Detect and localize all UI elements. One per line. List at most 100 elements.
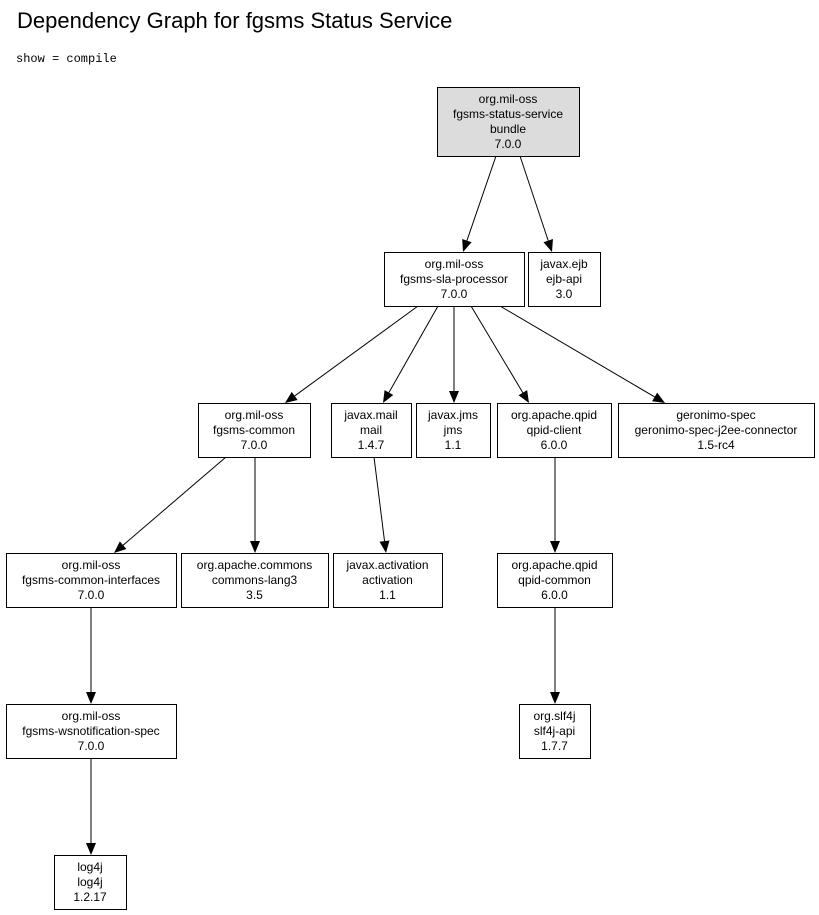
edge-fgsms-common-to-common-interfaces <box>114 456 227 553</box>
edge-line <box>519 155 549 241</box>
node-label-line: 7.0.0 <box>78 739 105 753</box>
arrowhead <box>86 843 96 855</box>
node-wsnotification-spec: org.mil-ossfgsms-wsnotification-spec7.0.… <box>6 704 177 759</box>
arrowhead <box>86 692 96 704</box>
node-box <box>6 704 177 759</box>
edge-line <box>466 155 497 241</box>
node-label-line: 3.0 <box>556 287 573 301</box>
edge-sla-processor-to-fgsms-common <box>285 305 419 403</box>
arrowhead <box>518 390 529 403</box>
node-status-service: org.mil-ossfgsms-status-servicebundle7.0… <box>437 87 580 157</box>
arrowhead <box>383 390 394 403</box>
edge-mail-to-activation <box>373 456 390 553</box>
edge-qpid-common-to-slf4j-api <box>550 607 560 704</box>
node-label-line: geronimo-spec-j2ee-connector <box>635 423 798 437</box>
node-label-line: fgsms-wsnotification-spec <box>22 724 159 738</box>
node-label-line: fgsms-status-service <box>453 107 563 121</box>
arrowhead <box>379 540 390 553</box>
node-label-line: log4j <box>77 875 102 889</box>
node-label-line: jms <box>443 423 463 437</box>
edge-sla-processor-to-mail <box>383 305 439 403</box>
node-label-line: qpid-common <box>518 573 591 587</box>
edge-sla-processor-to-jms <box>449 306 459 403</box>
arrowhead <box>462 239 472 252</box>
node-label-line: 3.5 <box>246 588 263 602</box>
edge-qpid-client-to-qpid-common <box>550 457 560 553</box>
node-box <box>54 855 127 910</box>
node-label-line: 1.2.17 <box>73 890 107 904</box>
arrowhead <box>449 391 459 403</box>
node-box <box>497 553 613 608</box>
node-label-line: org.slf4j <box>533 709 575 723</box>
edge-common-interfaces-to-wsnotification-spec <box>86 607 96 704</box>
node-box <box>331 403 412 458</box>
node-label-line: javax.jms <box>427 408 478 422</box>
node-box <box>437 87 580 157</box>
node-label-line: org.apache.commons <box>197 558 312 572</box>
node-label-line: 7.0.0 <box>241 438 268 452</box>
node-label-line: 1.5-rc4 <box>697 438 735 452</box>
node-label-line: geronimo-spec <box>676 408 755 422</box>
node-label-line: 7.0.0 <box>441 287 468 301</box>
node-box <box>6 553 177 608</box>
nodes-layer: org.mil-ossfgsms-status-servicebundle7.0… <box>6 87 815 910</box>
node-box <box>181 553 329 608</box>
node-label-line: fgsms-common-interfaces <box>22 573 160 587</box>
arrowhead <box>652 392 665 403</box>
node-label-line: javax.mail <box>343 408 397 422</box>
node-label-line: 6.0.0 <box>541 588 568 602</box>
node-box <box>416 403 491 458</box>
node-box <box>528 252 601 307</box>
scope-label: show = compile <box>16 52 117 66</box>
node-label-line: org.mil-oss <box>425 257 484 271</box>
arrowhead <box>114 541 127 553</box>
node-label-line: org.mil-oss <box>62 709 121 723</box>
node-label-line: org.mil-oss <box>62 558 121 572</box>
node-label-line: org.apache.qpid <box>511 408 597 422</box>
node-label-line: javax.activation <box>345 558 428 572</box>
node-label-line: 6.0.0 <box>541 438 568 452</box>
node-label-line: javax.ejb <box>539 257 588 271</box>
diagram-title: Dependency Graph for fgsms Status Servic… <box>17 8 453 33</box>
node-label-line: 1.4.7 <box>358 438 385 452</box>
node-label-line: fgsms-common <box>213 423 295 437</box>
node-label-line: mail <box>360 423 382 437</box>
edge-line <box>388 305 439 393</box>
node-j2ee-connector: geronimo-specgeronimo-spec-j2ee-connecto… <box>618 403 815 458</box>
node-box <box>618 403 815 458</box>
edge-line <box>499 305 655 398</box>
edge-status-service-to-ejb-api <box>519 155 553 252</box>
node-label-line: 1.7.7 <box>541 739 568 753</box>
node-label-line: activation <box>362 573 413 587</box>
node-box <box>333 553 443 608</box>
arrowhead <box>543 239 553 252</box>
node-label-line: qpid-client <box>527 423 582 437</box>
edge-sla-processor-to-j2ee-connector <box>499 305 665 403</box>
node-label-line: log4j <box>77 860 102 874</box>
edge-line <box>294 305 419 397</box>
node-label-line: commons-lang3 <box>212 573 298 587</box>
node-box <box>497 403 612 458</box>
node-box <box>198 403 311 458</box>
node-label-line: slf4j-api <box>534 724 575 738</box>
edge-line <box>470 305 524 393</box>
edge-wsnotification-spec-to-log4j <box>86 758 96 855</box>
node-label-line: 7.0.0 <box>495 137 522 151</box>
arrowhead <box>550 692 560 704</box>
node-label-line: org.mil-oss <box>225 408 284 422</box>
node-label-line: org.mil-oss <box>479 92 538 106</box>
node-label-line: 7.0.0 <box>78 588 105 602</box>
